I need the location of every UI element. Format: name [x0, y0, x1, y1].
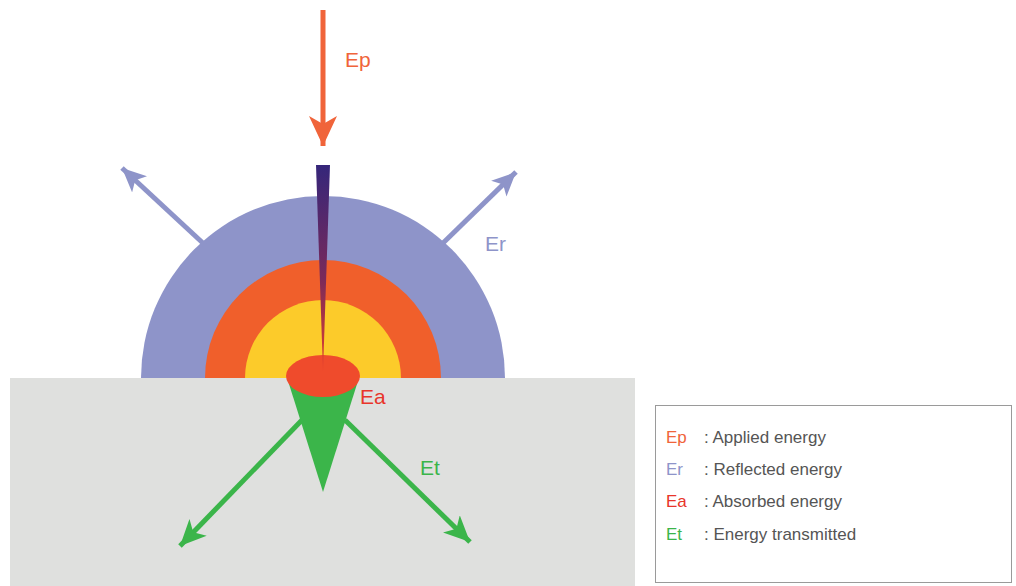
legend-key: Er	[666, 458, 683, 482]
reflected-arrow	[122, 168, 205, 245]
legend-key: Ea	[666, 490, 687, 514]
legend-key: Et	[666, 523, 682, 547]
legend-box: Ep : Applied energyEr : Reflected energyEa…	[655, 405, 1012, 583]
energy-label: Et	[420, 455, 440, 480]
legend-text: : Energy transmitted	[704, 523, 856, 547]
laser-beam	[316, 165, 330, 372]
transmitted-cone	[289, 384, 357, 492]
material-block	[10, 378, 635, 586]
applied-arrow	[321, 10, 326, 146]
energy-label: Ea	[360, 384, 386, 409]
legend-text: : Applied energy	[704, 426, 826, 450]
energy-label: Er	[485, 231, 506, 256]
legend-key: Ep	[666, 426, 687, 450]
legend-text: : Absorbed energy	[704, 490, 842, 514]
transmitted-arrow	[180, 420, 302, 546]
energy-label: Ep	[345, 47, 371, 72]
transmitted-arrow	[345, 420, 470, 542]
legend-text: : Reflected energy	[704, 458, 842, 482]
